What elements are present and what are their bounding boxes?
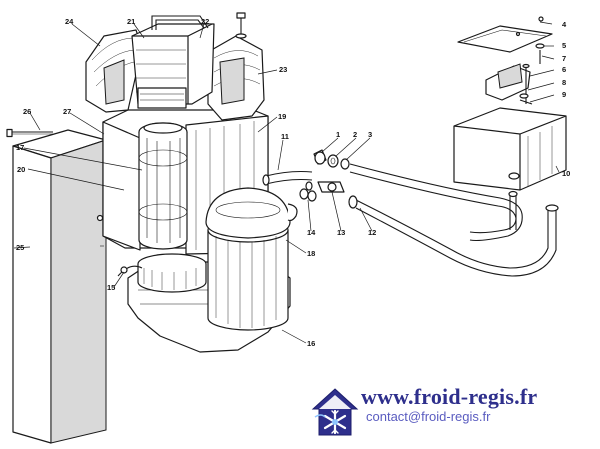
callout-18: 18: [307, 249, 315, 258]
callout-10: 10: [562, 169, 570, 178]
callout-1: 1: [336, 130, 340, 139]
hose-fittings-part: [262, 149, 559, 277]
callout-5: 5: [562, 41, 566, 50]
callout-13: 13: [337, 228, 345, 237]
side-panel-part: [12, 129, 107, 444]
callout-14: 14: [307, 228, 316, 237]
callout-3: 3: [368, 130, 372, 139]
callout-27: 27: [63, 107, 71, 116]
long-screw-part: [6, 128, 53, 138]
control-box-part: [453, 16, 567, 191]
top-screw-part: [235, 12, 247, 39]
leader-lines: [13, 21, 560, 344]
callout-22: 22: [201, 17, 209, 26]
callout-16: 16: [307, 339, 315, 348]
callout-2: 2: [353, 130, 357, 139]
website-link[interactable]: www.froid-regis.fr: [361, 384, 538, 409]
callout-17: 17: [16, 143, 24, 152]
callout-15: 15: [107, 283, 115, 292]
callout-25: 25: [16, 243, 24, 252]
callout-4: 4: [562, 20, 567, 29]
callout-24: 24: [65, 17, 74, 26]
pump-tank-part: [205, 187, 298, 331]
callout-12: 12: [368, 228, 376, 237]
callout-6: 6: [562, 65, 566, 74]
top-cover-part: [85, 15, 265, 121]
callout-labels: 1 2 3 4 5 6 7 8 9 10 11 12 13 14 15 16 1…: [16, 17, 570, 348]
contact-email-link[interactable]: contact@froid-regis.fr: [366, 409, 491, 424]
snowflake-house-logo: [311, 388, 359, 436]
callout-8: 8: [562, 78, 566, 87]
small-clamp-part: [117, 265, 143, 277]
callout-11: 11: [281, 132, 289, 141]
callout-20: 20: [17, 165, 25, 174]
callout-21: 21: [127, 17, 135, 26]
callout-26: 26: [23, 107, 31, 116]
callout-19: 19: [278, 112, 286, 121]
callout-7: 7: [562, 54, 566, 63]
callout-23: 23: [279, 65, 287, 74]
callout-9: 9: [562, 90, 566, 99]
